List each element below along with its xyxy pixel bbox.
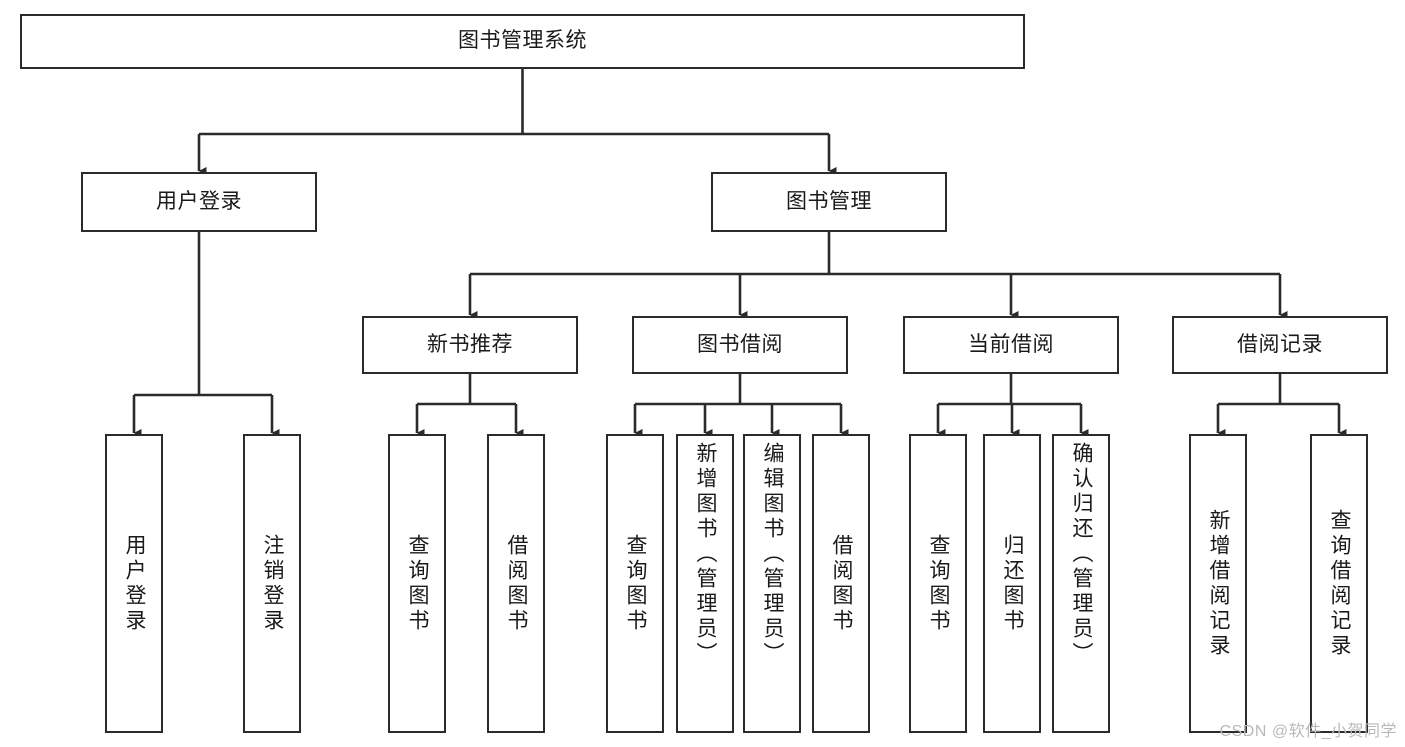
node-label: 图书借阅 bbox=[697, 332, 783, 356]
node-label: 当前借阅 bbox=[968, 332, 1054, 356]
leaf-leaf-user-login[interactable]: 用户登录 bbox=[105, 434, 163, 733]
node-label: 查询图书 bbox=[927, 533, 951, 634]
node-label: 查询图书 bbox=[406, 533, 430, 634]
leaf-leaf-edit-book-admin[interactable]: 编辑图书（管理员） bbox=[743, 434, 801, 733]
leaf-leaf-borrow-book-1[interactable]: 借阅图书 bbox=[487, 434, 545, 733]
node-label: 借阅图书 bbox=[505, 533, 529, 634]
node-label: 确认归还（管理员） bbox=[1070, 442, 1094, 667]
node-label: 用户登录 bbox=[123, 533, 147, 634]
node-root[interactable]: 图书管理系统 bbox=[20, 14, 1025, 69]
node-current-borrow[interactable]: 当前借阅 bbox=[903, 316, 1119, 374]
leaf-leaf-add-book-admin[interactable]: 新增图书（管理员） bbox=[676, 434, 734, 733]
node-label: 新书推荐 bbox=[427, 332, 513, 356]
node-new-book-rec[interactable]: 新书推荐 bbox=[362, 316, 578, 374]
leaf-leaf-query-borrow-record[interactable]: 查询借阅记录 bbox=[1310, 434, 1368, 733]
node-borrow-record[interactable]: 借阅记录 bbox=[1172, 316, 1388, 374]
node-label: 注销登录 bbox=[261, 533, 285, 634]
leaf-leaf-logout-login[interactable]: 注销登录 bbox=[243, 434, 301, 733]
node-book-manage[interactable]: 图书管理 bbox=[711, 172, 947, 232]
node-user-login[interactable]: 用户登录 bbox=[81, 172, 317, 232]
node-label: 借阅图书 bbox=[830, 533, 854, 634]
leaf-leaf-query-book-2[interactable]: 查询图书 bbox=[606, 434, 664, 733]
node-label: 借阅记录 bbox=[1237, 332, 1323, 356]
node-label: 编辑图书（管理员） bbox=[761, 442, 785, 667]
leaf-leaf-return-book[interactable]: 归还图书 bbox=[983, 434, 1041, 733]
node-label: 新增借阅记录 bbox=[1207, 508, 1231, 659]
leaf-leaf-add-borrow-record[interactable]: 新增借阅记录 bbox=[1189, 434, 1247, 733]
node-label: 新增图书（管理员） bbox=[694, 442, 718, 667]
leaf-leaf-borrow-book-2[interactable]: 借阅图书 bbox=[812, 434, 870, 733]
node-label: 图书管理系统 bbox=[458, 29, 587, 53]
node-label: 归还图书 bbox=[1001, 533, 1025, 634]
node-book-borrow[interactable]: 图书借阅 bbox=[632, 316, 848, 374]
node-label: 用户登录 bbox=[156, 189, 242, 213]
node-label: 查询图书 bbox=[624, 533, 648, 634]
node-label: 查询借阅记录 bbox=[1328, 508, 1352, 659]
leaf-leaf-query-book-3[interactable]: 查询图书 bbox=[909, 434, 967, 733]
node-label: 图书管理 bbox=[786, 189, 872, 213]
leaf-leaf-confirm-return-admin[interactable]: 确认归还（管理员） bbox=[1052, 434, 1110, 733]
leaf-leaf-query-book-1[interactable]: 查询图书 bbox=[388, 434, 446, 733]
